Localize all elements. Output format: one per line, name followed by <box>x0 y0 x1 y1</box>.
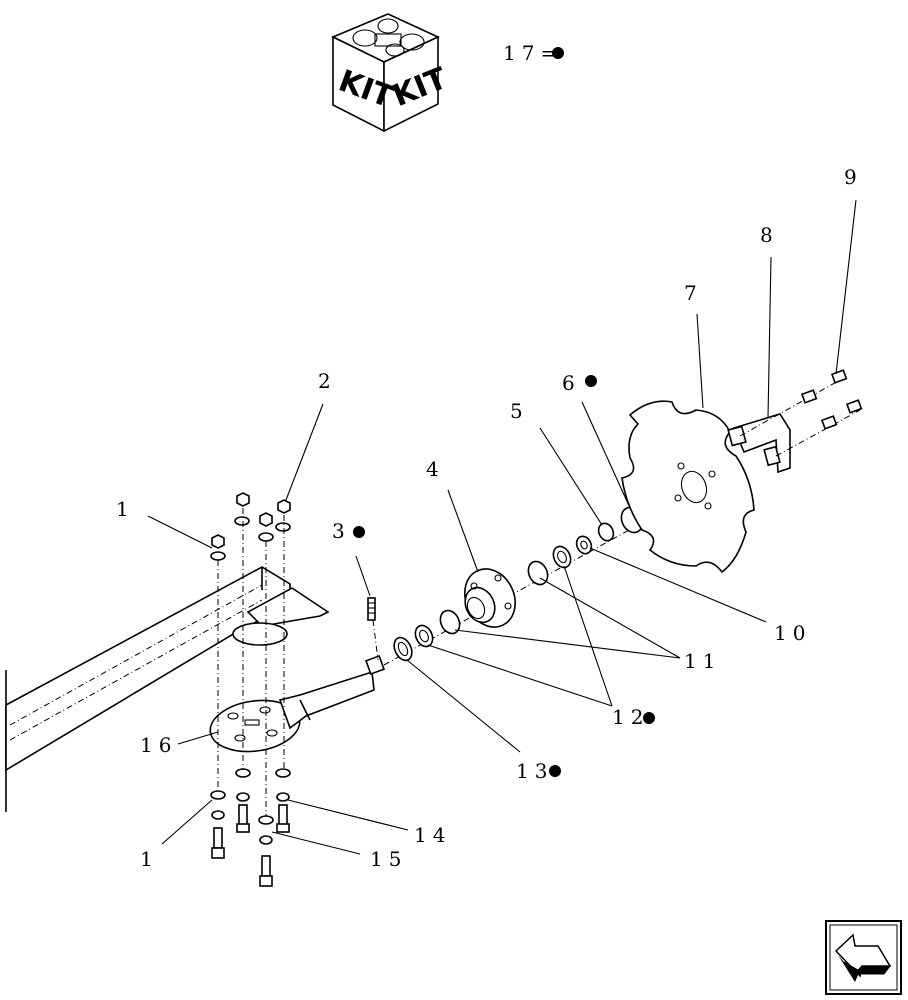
callout-1-lower: 1 <box>140 847 159 871</box>
kit-note-dot <box>552 47 564 59</box>
kit-dot-13 <box>549 765 561 777</box>
callout-8: 8 <box>760 223 779 247</box>
callout-4: 4 <box>426 457 445 481</box>
callout-2: 2 <box>318 369 337 393</box>
fastener-axis-lines <box>217 508 285 816</box>
bracket-part <box>727 379 861 474</box>
callout-14: 14 <box>414 823 451 847</box>
upper-fasteners <box>210 492 291 561</box>
callout-12: 12 <box>612 705 649 729</box>
callout-13: 13 <box>516 759 553 783</box>
callout-6: 6 <box>562 371 581 395</box>
axle-beam <box>5 566 330 812</box>
hub-assembly <box>383 479 721 666</box>
callout-10: 10 <box>774 621 811 645</box>
kit-note-number: 17= <box>503 41 563 65</box>
spring-pin-part <box>367 597 379 661</box>
spindle-part <box>209 655 385 753</box>
callout-3: 3 <box>332 519 351 543</box>
callout-15: 15 <box>370 847 407 871</box>
callout-5: 5 <box>510 399 529 423</box>
leader-lines <box>147 199 857 855</box>
callout-11: 11 <box>684 649 721 673</box>
kit-box-icon: KIT KIT <box>331 13 452 133</box>
kit-dot-3 <box>353 526 365 538</box>
callout-labels: 1 1 2 3 4 5 6 7 8 9 10 11 12 13 14 15 16 <box>116 165 863 871</box>
kit-dot-12 <box>643 712 655 724</box>
next-page-arrow-icon[interactable] <box>825 920 902 995</box>
bracket-bolts <box>800 369 863 430</box>
kit-dot-6 <box>585 375 597 387</box>
callout-16: 16 <box>140 733 177 757</box>
disc-blade-part <box>621 400 755 574</box>
kit-marker-dots <box>353 375 655 777</box>
callout-7: 7 <box>684 281 703 305</box>
callout-9: 9 <box>844 165 863 189</box>
callout-1-upper: 1 <box>116 497 135 521</box>
lower-fasteners <box>210 768 291 887</box>
